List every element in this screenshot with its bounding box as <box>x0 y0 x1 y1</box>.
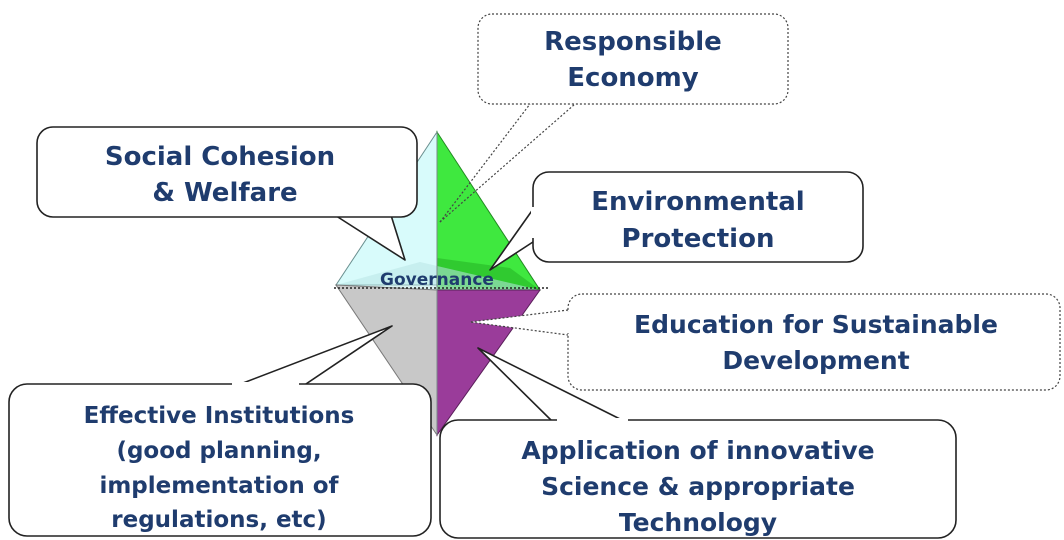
callout-social-cohesion-line-2: & Welfare <box>152 178 297 208</box>
callout-education-line-1: Education for Sustainable <box>634 310 998 339</box>
callout-responsible-economy-pointer <box>439 103 531 223</box>
callout-innovative-science-mask <box>557 418 628 423</box>
callout-innovative-science-line-2: Science & appropriate <box>541 472 855 501</box>
callout-effective-institutions-line-4: regulations, etc) <box>111 507 326 533</box>
callout-education-line-2: Development <box>722 346 909 375</box>
callout-responsible-economy-box <box>477 13 789 105</box>
callout-innovative-science-box <box>439 419 957 539</box>
callout-innovative-science: Application of innovative Science & appr… <box>439 347 957 539</box>
callout-effective-institutions-line-2: (good planning, <box>116 438 321 464</box>
callout-responsible-economy: Responsible Economy <box>439 13 789 223</box>
callout-environmental-protection-line-1: Environmental <box>591 187 804 217</box>
callout-social-cohesion-box <box>36 126 418 218</box>
callout-innovative-science-line-3: Technology <box>619 508 777 537</box>
callout-education: Education for Sustainable Development <box>469 293 1061 391</box>
callout-responsible-economy-line-2: Economy <box>567 63 698 93</box>
callout-environmental-protection: Environmental Protection <box>489 171 864 271</box>
callout-effective-institutions-box <box>8 383 432 537</box>
governance-label: Governance <box>380 270 494 290</box>
callout-responsible-economy-pointer-2 <box>439 103 576 223</box>
callout-social-cohesion-line-1: Social Cohesion <box>105 142 335 172</box>
callout-effective-institutions-line-3: implementation of <box>99 473 339 499</box>
callout-effective-institutions-mask <box>232 382 299 387</box>
callout-effective-institutions: Effective Institutions (good planning, i… <box>8 325 432 537</box>
diamond-bottom-right-face <box>436 289 541 437</box>
callout-education-mask <box>566 312 571 333</box>
callout-social-cohesion-mask <box>332 210 389 216</box>
callout-responsible-economy-line-1: Responsible <box>544 27 722 57</box>
callout-environmental-protection-line-2: Protection <box>622 224 775 254</box>
callout-education-pointer <box>469 309 569 336</box>
callout-effective-institutions-line-1: Effective Institutions <box>84 403 355 429</box>
callout-innovative-science-line-1: Application of innovative <box>521 436 874 465</box>
callout-social-cohesion: Social Cohesion & Welfare <box>36 126 418 261</box>
callout-education-box <box>567 293 1061 391</box>
callout-environmental-protection-mask <box>531 207 536 238</box>
callout-effective-institutions-pointer <box>229 325 393 389</box>
